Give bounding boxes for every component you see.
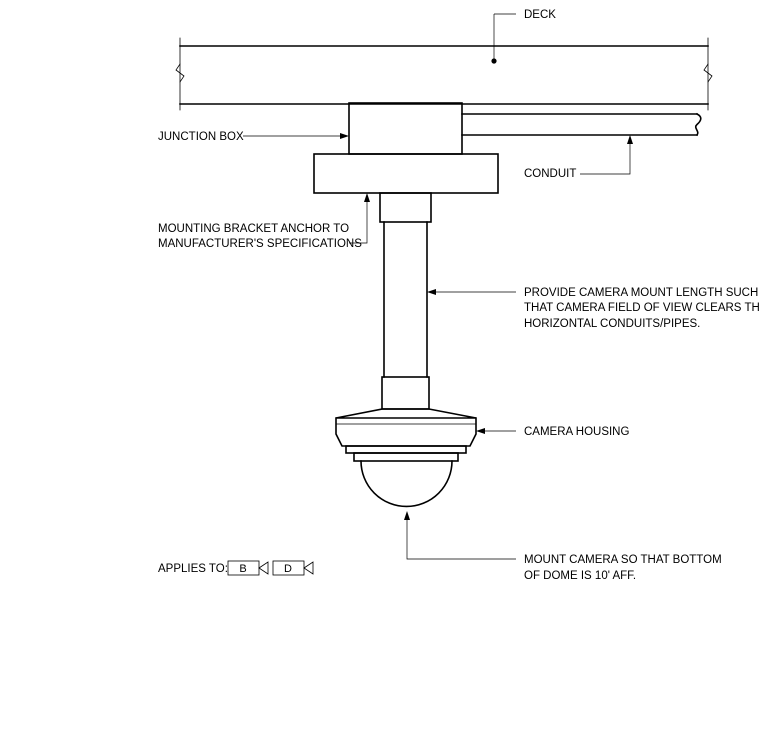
mount-height-callout: MOUNT CAMERA SO THAT BOTTOM OF DOME IS 1… bbox=[404, 511, 722, 582]
camera-housing-label: CAMERA HOUSING bbox=[524, 426, 629, 438]
applies-to: APPLIES TO: B D bbox=[158, 560, 314, 576]
junction-box-callout: JUNCTION BOX bbox=[158, 131, 349, 143]
mount-height-label-line-2: OF DOME IS 10' AFF. bbox=[524, 570, 636, 582]
mount-pole bbox=[383, 221, 428, 378]
mounting-bracket-callout: MOUNTING BRACKET ANCHOR TO MANUFACTURER'… bbox=[158, 193, 370, 250]
camera-tag-d-label: D bbox=[284, 563, 292, 575]
camera-dome bbox=[360, 460, 453, 508]
applies-to-label: APPLIES TO: bbox=[158, 563, 228, 575]
deck-label: DECK bbox=[524, 9, 556, 21]
junction-box-label: JUNCTION BOX bbox=[158, 131, 244, 143]
conduit-callout: CONDUIT bbox=[524, 135, 633, 180]
deck-slab bbox=[175, 37, 713, 111]
camera-tag-b: B bbox=[227, 560, 269, 576]
mount-collar-bottom bbox=[381, 376, 430, 410]
camera-housing bbox=[335, 408, 477, 462]
junction-box bbox=[348, 102, 463, 155]
mounting-bracket-plate bbox=[313, 153, 499, 194]
camera-housing-callout: CAMERA HOUSING bbox=[476, 426, 629, 438]
conduit bbox=[461, 112, 702, 137]
mount-length-label-line-2: THAT CAMERA FIELD OF VIEW CLEARS THE bbox=[524, 302, 760, 314]
mount-collar-top bbox=[379, 192, 432, 223]
mount-length-label-line-3: HORIZONTAL CONDUITS/PIPES. bbox=[524, 318, 700, 330]
conduit-label: CONDUIT bbox=[524, 168, 576, 180]
mounting-bracket-label-line-1: MOUNTING BRACKET ANCHOR TO bbox=[158, 223, 349, 235]
mount-length-callout: PROVIDE CAMERA MOUNT LENGTH SUCH THAT CA… bbox=[427, 287, 760, 330]
mount-length-label-line-1: PROVIDE CAMERA MOUNT LENGTH SUCH bbox=[524, 287, 758, 299]
camera-tag-d: D bbox=[272, 560, 314, 576]
deck-callout: DECK bbox=[491, 9, 556, 64]
mount-height-label-line-1: MOUNT CAMERA SO THAT BOTTOM bbox=[524, 554, 722, 566]
camera-tag-b-label: B bbox=[239, 563, 246, 575]
mounting-bracket-label-line-2: MANUFACTURER'S SPECIFICATIONS bbox=[158, 238, 362, 250]
